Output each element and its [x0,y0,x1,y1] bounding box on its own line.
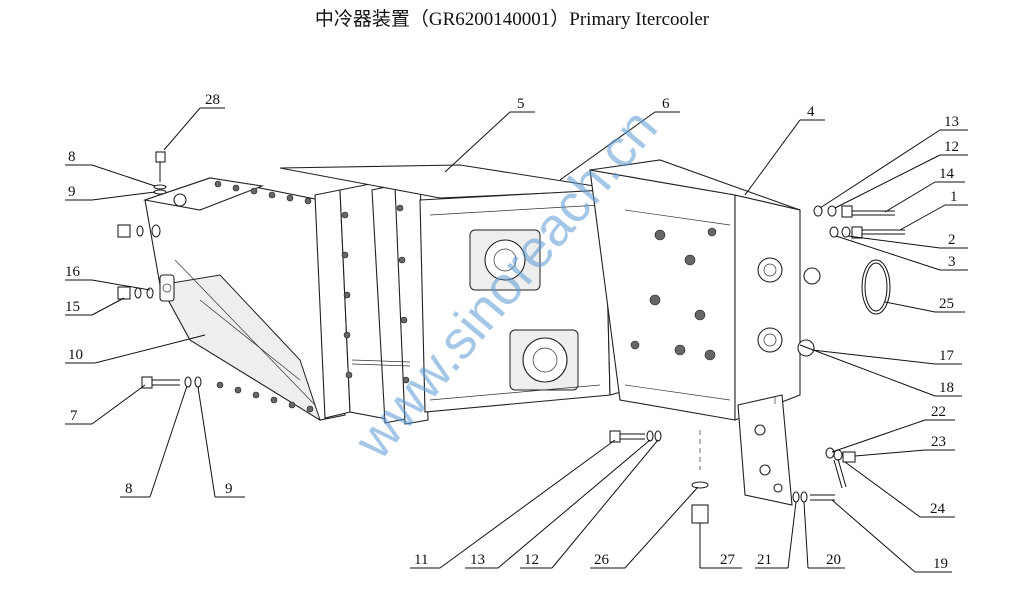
callout-label: 8 [68,149,76,165]
core-housing-part [279,164,629,413]
callout-label: 12 [524,552,539,568]
callout-label: 28 [205,92,220,108]
callout-labels: 28 5 6 4 13 12 14 1 8 9 2 3 16 [65,92,968,573]
callout-label: 8 [125,481,133,497]
mounting-bracket-part [737,394,793,506]
end-cover-part [142,177,346,422]
callout-label: 15 [65,299,80,315]
gasket-plate-part [314,179,429,425]
callout-label: 13 [944,114,959,130]
callout-label: 23 [931,434,946,450]
callout-label: 22 [931,404,946,420]
callout-label: 17 [939,348,955,364]
callout-label: 6 [662,96,670,112]
callout-label: 1 [950,189,958,205]
fasteners [117,151,905,524]
callout-label: 14 [939,166,955,182]
callout-label: 24 [930,501,946,517]
callout-label: 2 [948,232,956,248]
callout-label: 16 [65,264,81,280]
diagram-title: 中冷器装置（GR6200140001）Primary Itercooler [314,9,710,30]
callout-label: 9 [225,481,233,497]
callout-label: 5 [517,96,525,112]
callout-label: 11 [414,552,428,568]
callout-label: 13 [470,552,485,568]
callout-label: 9 [68,184,76,200]
callout-label: 26 [594,552,610,568]
callout-label: 25 [939,296,954,312]
callout-label: 20 [826,552,841,568]
callout-label: 19 [933,556,948,572]
callout-label: 21 [757,552,772,568]
callout-label: 4 [807,104,815,120]
callout-label: 18 [939,380,954,396]
outlet-cover-part [589,159,821,421]
callout-label: 10 [68,347,83,363]
callout-label: 12 [944,139,959,155]
callout-label: 7 [70,408,78,424]
o-ring-part [861,259,891,315]
callout-label: 3 [948,254,956,270]
callout-label: 27 [720,552,736,568]
